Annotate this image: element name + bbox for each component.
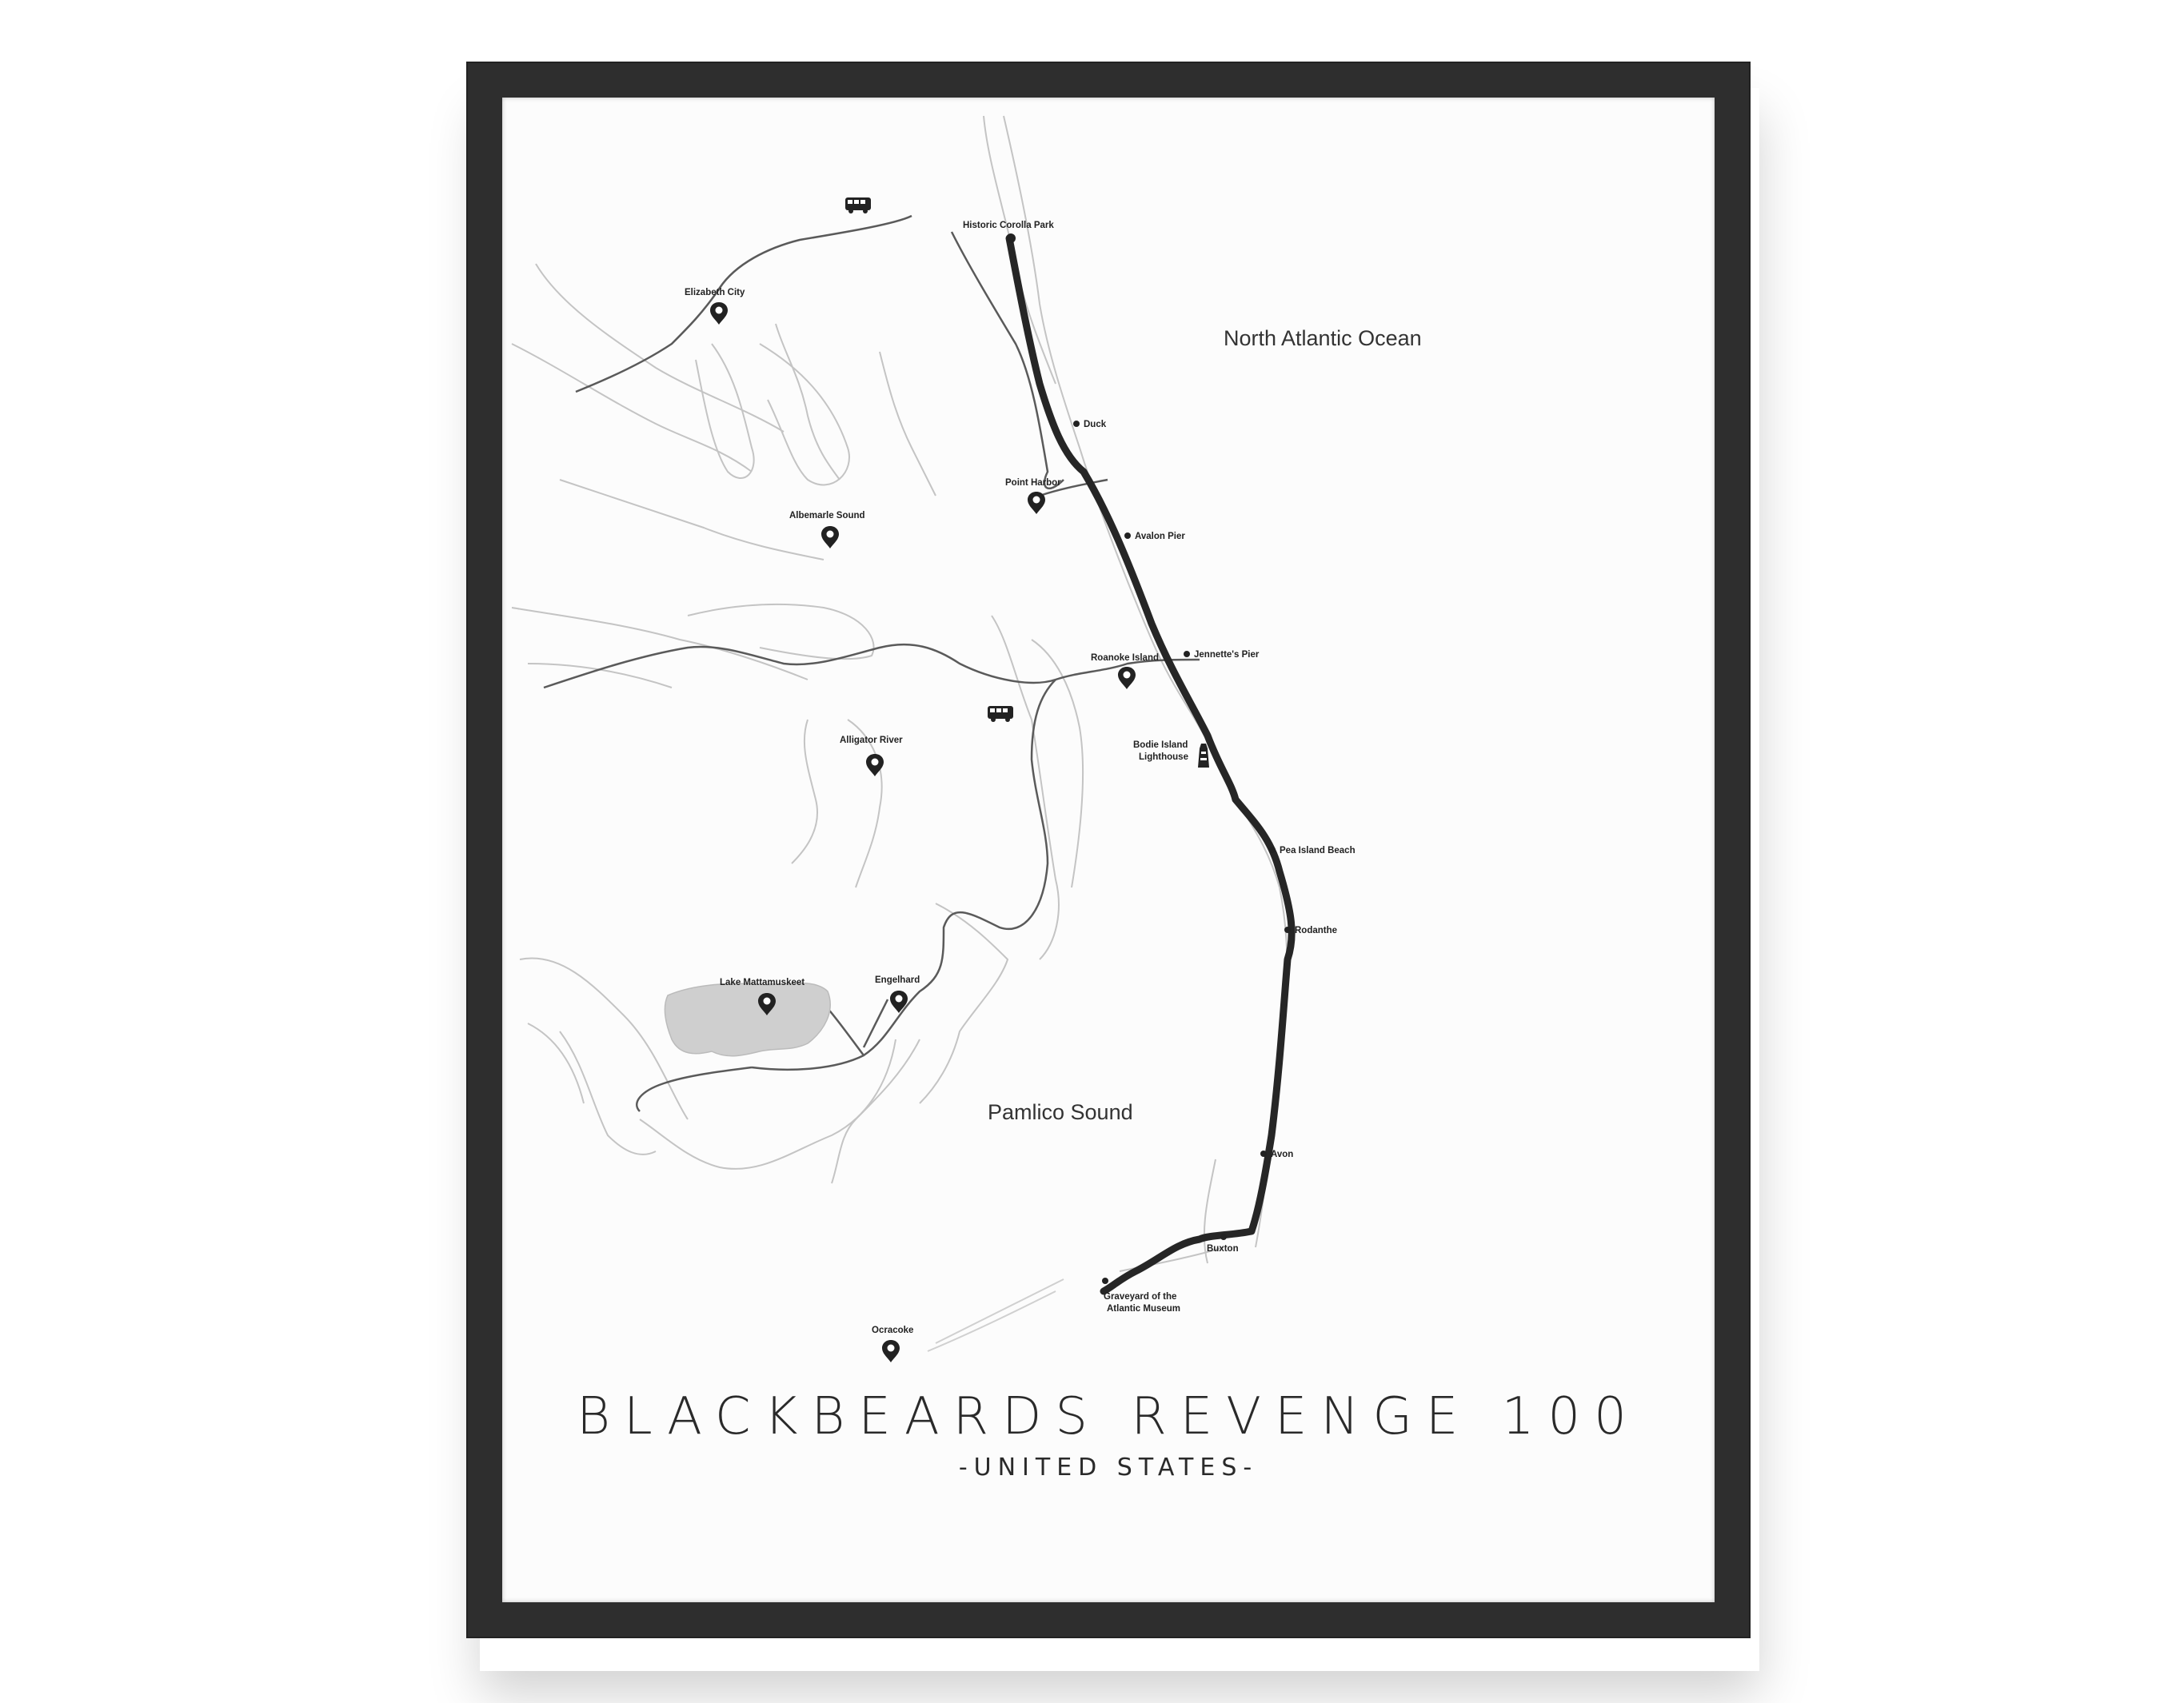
place-bodie-island-lighthouse: Bodie Island Lighthouse <box>1133 740 1188 762</box>
map-pin-icon <box>1118 667 1136 689</box>
place-label: Avalon Pier <box>1135 532 1185 541</box>
place-label: Bodie Island <box>1133 740 1188 750</box>
place-label: Historic Corolla Park <box>963 221 1054 230</box>
place-roanoke-island: Roanoke Island <box>1091 653 1159 689</box>
roads <box>543 214 1200 1112</box>
place-label: Graveyard of the <box>1104 1292 1176 1302</box>
place-label: Pea Island Beach <box>1280 846 1356 855</box>
map-pin-icon <box>821 526 839 548</box>
place-label: Point Harbor <box>1005 478 1061 488</box>
place-label-line-2: Atlantic Museum <box>1107 1304 1180 1314</box>
place-point-harbor: Point Harbor <box>1005 478 1061 514</box>
place-avon: Avon <box>1260 1150 1293 1159</box>
ocean-label: North Atlantic Ocean <box>1224 326 1422 350</box>
place-avalon-pier: Avalon Pier <box>1124 532 1185 541</box>
poster-title: BLACKBEARDS REVENGE 100 <box>577 1387 1640 1446</box>
place-historic-corolla-park: Historic Corolla Park <box>963 221 1054 243</box>
place-label: Duck <box>1084 420 1107 429</box>
place-elizabeth-city: Elizabeth City <box>685 288 745 325</box>
place-alligator-river: Alligator River <box>840 736 903 776</box>
place-duck: Duck <box>1073 420 1107 429</box>
map-pin-icon <box>890 991 908 1013</box>
map-pin-icon <box>758 993 776 1015</box>
map-pin-icon <box>710 302 728 325</box>
place-label: Engelhard <box>875 975 920 985</box>
bus-icon <box>845 197 871 213</box>
place-label: Buxton <box>1207 1244 1239 1254</box>
place-buxton: Buxton <box>1207 1234 1239 1254</box>
place-label: Elizabeth City <box>685 288 745 297</box>
map-pin-icon <box>1028 492 1045 514</box>
place-label: Rodanthe <box>1295 926 1337 935</box>
place-ocracoke: Ocracoke <box>872 1326 913 1362</box>
place-engelhard: Engelhard <box>875 975 920 1013</box>
poster-paper <box>502 98 1715 1602</box>
place-pea-island-beach: Pea Island Beach <box>1269 846 1356 855</box>
route-map: North Atlantic Ocean Pamlico Sound <box>511 115 1422 1362</box>
coastlines <box>511 115 1288 1352</box>
map-pin-icon <box>882 1340 900 1362</box>
place-label: Alligator River <box>840 736 903 745</box>
place-label: Roanoke Island <box>1091 653 1159 663</box>
place-label-line-2: Lighthouse <box>1139 752 1188 762</box>
bus-icon <box>988 706 1013 722</box>
sound-label: Pamlico Sound <box>988 1100 1133 1124</box>
poster-subtitle: -UNITED STATES- <box>958 1454 1259 1482</box>
place-lake-mattamuskeet: Lake Mattamuskeet <box>720 978 805 1015</box>
place-label: Jennette's Pier <box>1194 650 1260 660</box>
race-route <box>1005 234 1296 1295</box>
place-label: Avon <box>1271 1150 1293 1159</box>
lighthouse-icon <box>1198 744 1209 768</box>
place-albemarle-sound: Albemarle Sound <box>789 511 865 548</box>
place-rodanthe: Rodanthe <box>1284 926 1337 935</box>
place-label: Ocracoke <box>872 1326 913 1335</box>
place-label: Lake Mattamuskeet <box>720 978 805 987</box>
place-label: Albemarle Sound <box>789 511 865 520</box>
place-jennettes-pier: Jennette's Pier <box>1184 650 1260 660</box>
lake-mattamuskeet-shape <box>664 982 831 1057</box>
place-graveyard-of-the-atlantic-museum: Graveyard of the Atlantic Museum <box>1102 1278 1180 1314</box>
map-pin-icon <box>866 754 884 776</box>
